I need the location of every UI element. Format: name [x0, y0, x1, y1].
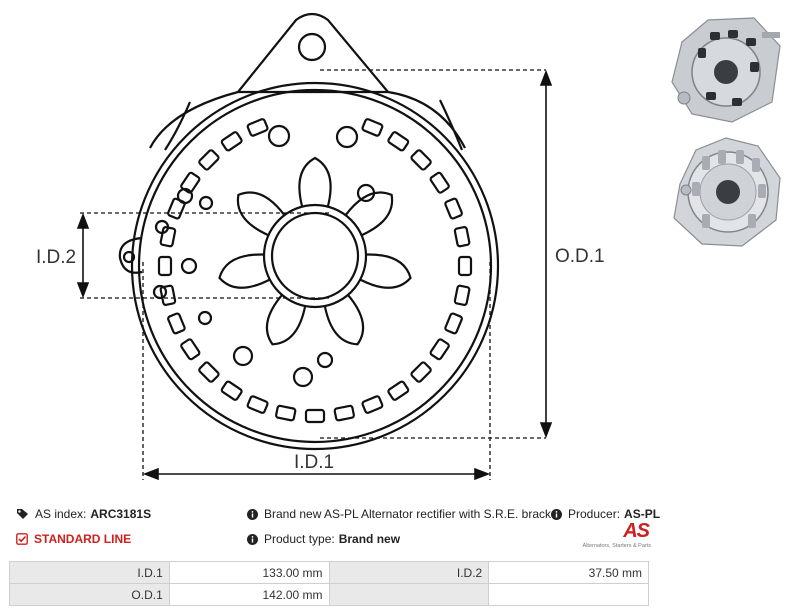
spec-value: 142.00 mm — [168, 583, 330, 606]
product-photo-angled[interactable] — [662, 2, 790, 128]
fan-blade — [323, 294, 365, 346]
as-pl-logo: AS Alternators, Starters & Parts — [582, 520, 651, 552]
table-row: O.D.1 142.00 mm — [9, 583, 649, 606]
logo-tagline: Alternators, Starters & Parts — [582, 543, 651, 549]
tag-icon — [17, 509, 28, 519]
spec-label: I.D.2 — [328, 561, 490, 584]
product-description: Brand new AS-PL Alternator rectifier wit… — [264, 507, 562, 521]
vent-slot — [429, 338, 450, 361]
vent-slot — [444, 197, 463, 220]
vent-slot — [167, 312, 186, 335]
vent-slot — [304, 408, 326, 424]
producer-label: Producer: — [568, 507, 621, 521]
od1-dimension-label: O.D.1 — [555, 246, 605, 267]
vent-slot — [387, 380, 410, 401]
vent-slot — [246, 395, 269, 414]
vent-slot — [167, 197, 186, 220]
producer-row: Producer: AS-PL — [551, 507, 660, 521]
spec-label: I.D.1 — [9, 561, 170, 584]
vent-slot — [157, 255, 173, 277]
product-type-row: Product type: Brand new — [247, 532, 400, 546]
product-type-value: Brand new — [338, 532, 401, 546]
info-circle-icon — [247, 533, 258, 545]
producer-value: AS-PL — [624, 507, 661, 521]
vent-slot — [453, 226, 471, 248]
vent-slot — [159, 284, 177, 306]
vent-slot — [198, 361, 220, 383]
vent-slot — [361, 118, 384, 137]
fan-blade — [218, 253, 270, 289]
check-square-icon — [16, 533, 28, 545]
id1-dimension-label: I.D.1 — [294, 452, 334, 473]
vent-slot — [457, 255, 473, 277]
standard-line-row: STANDARD LINE — [16, 532, 131, 546]
vent-slot — [159, 226, 177, 248]
as-index-row: AS index: ARC3181S — [16, 507, 151, 521]
as-index-value: ARC3181S — [90, 507, 152, 521]
table-row: I.D.1 133.00 mm I.D.2 37.50 mm — [9, 561, 649, 584]
vent-slot — [387, 131, 410, 152]
spec-value: 133.00 mm — [168, 561, 330, 584]
logo-text: AS — [623, 520, 650, 542]
spec-value — [488, 583, 649, 606]
vent-slot — [198, 149, 220, 171]
vent-slot — [361, 395, 384, 414]
vent-slot — [444, 312, 463, 335]
description-row: Brand new AS-PL Alternator rectifier wit… — [247, 507, 561, 521]
vent-slot — [275, 404, 297, 422]
vent-slot — [453, 284, 471, 306]
vent-slot — [410, 361, 432, 383]
standard-line-label: STANDARD LINE — [34, 532, 132, 546]
as-index-label: AS index: — [35, 507, 87, 521]
spec-label: O.D.1 — [9, 583, 170, 606]
spec-label — [328, 583, 490, 606]
info-circle-icon — [247, 508, 258, 520]
product-type-label: Product type: — [264, 532, 335, 546]
vent-slot — [246, 118, 269, 137]
fan-blade — [345, 191, 394, 236]
vent-slot — [180, 171, 201, 194]
vent-slot — [410, 149, 432, 171]
vent-slot — [333, 404, 355, 422]
id2-dimension-label: I.D.2 — [36, 247, 76, 268]
fan-blade — [236, 191, 285, 236]
product-info: AS index: ARC3181S STANDARD LINE Brand n… — [0, 505, 800, 555]
dimensions-table: I.D.1 133.00 mm I.D.2 37.50 mm O.D.1 142… — [9, 561, 649, 606]
vent-slot — [429, 171, 450, 194]
fan-blade — [360, 253, 412, 289]
info-circle-icon — [551, 508, 562, 520]
fan-blade — [298, 156, 332, 207]
fan-blade — [265, 294, 307, 346]
vent-slot — [180, 338, 201, 361]
technical-drawing: O.D.1 I.D.2 I.D.1 — [36, 12, 605, 481]
product-photo-front[interactable] — [662, 128, 790, 254]
vent-slot — [220, 131, 243, 152]
spec-value: 37.50 mm — [488, 561, 649, 584]
vent-slot — [220, 380, 243, 401]
